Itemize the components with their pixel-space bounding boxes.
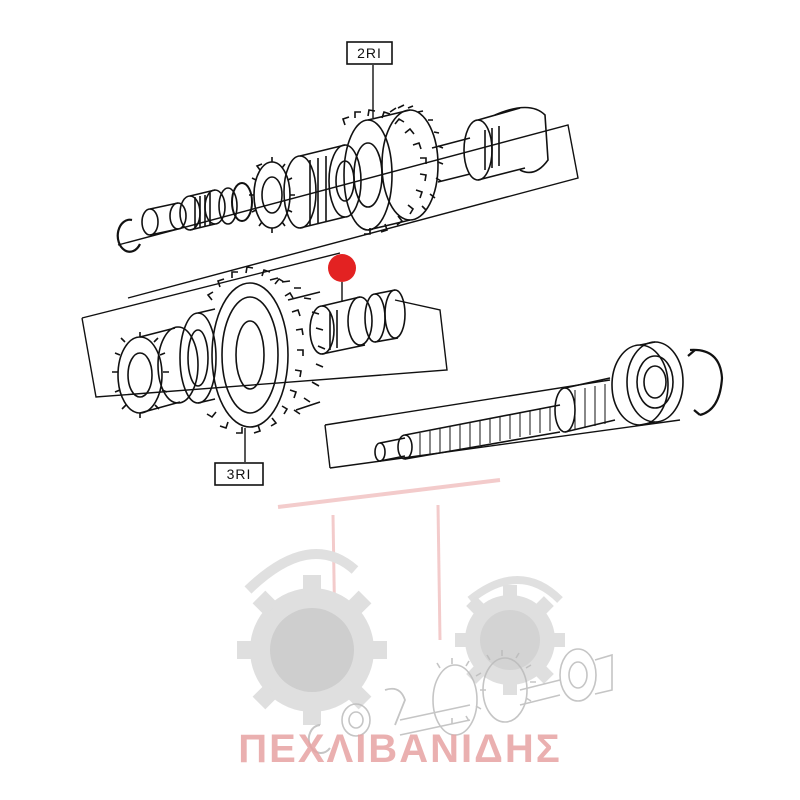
lower-main-shaft-assembly bbox=[324, 341, 724, 469]
middle-splined-hub bbox=[112, 326, 199, 418]
upper-bushing bbox=[141, 202, 187, 236]
watermark-text: ΠΕΧΛΙΒΑΝΙΔΗΣ bbox=[238, 727, 561, 771]
upper-small-gear bbox=[249, 157, 295, 233]
upper-needle-bearing bbox=[179, 189, 226, 231]
callout-2ri: 2RI bbox=[346, 41, 393, 65]
upper-sync-hub bbox=[283, 144, 362, 229]
watermark-logo bbox=[237, 478, 565, 725]
upper-large-gear bbox=[341, 104, 444, 235]
callout-3ri: 3RI bbox=[214, 462, 264, 486]
callout-3ri-label: 3RI bbox=[227, 466, 252, 482]
highlight-marker-dot bbox=[328, 254, 356, 282]
middle-bushing bbox=[364, 289, 406, 343]
main-shaft bbox=[374, 377, 616, 462]
middle-sync-ring bbox=[179, 308, 217, 404]
watermark-wheel-right bbox=[455, 585, 565, 695]
watermark-shaft-illustration bbox=[307, 648, 613, 754]
upper-end-housing bbox=[463, 106, 549, 181]
callout-2ri-label: 2RI bbox=[357, 45, 382, 61]
main-ball-bearing bbox=[611, 341, 684, 426]
watermark-wheel-left bbox=[237, 575, 387, 725]
upper-shaft-assembly bbox=[116, 65, 579, 299]
main-snap-ring bbox=[687, 348, 724, 417]
middle-large-gear bbox=[206, 266, 326, 434]
middle-gear-assembly bbox=[81, 252, 448, 462]
middle-sleeve bbox=[309, 296, 373, 355]
